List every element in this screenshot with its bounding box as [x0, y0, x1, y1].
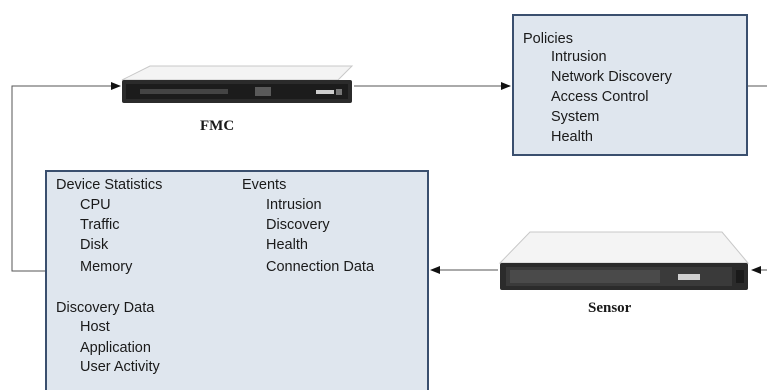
events-title: Events — [242, 177, 287, 193]
device-statistics-title: Device Statistics — [56, 177, 163, 193]
fmc-label: FMC — [200, 118, 235, 134]
data-sent-box: Device Statistics CPU Traffic Disk Memor… — [45, 170, 429, 390]
fmc-appliance-icon — [121, 65, 354, 103]
discovery-data-title: Discovery Data — [56, 300, 155, 316]
discovery-data-item: User Activity — [80, 359, 160, 375]
device-statistics-item: CPU — [80, 197, 111, 213]
flow-diagram — [11, 65, 767, 290]
discovery-data-item: Application — [80, 340, 151, 356]
events-item: Health — [266, 237, 308, 253]
policy-item: Access Control — [551, 89, 649, 105]
policy-item: Intrusion — [551, 49, 607, 65]
connector-stats-to-fmc — [11, 82, 121, 272]
discovery-data-item: Host — [80, 319, 110, 335]
events-item: Discovery — [266, 217, 330, 233]
policies-title: Policies — [523, 31, 573, 47]
policy-item: System — [551, 109, 600, 125]
events-item: Connection Data — [266, 259, 375, 275]
events-item: Intrusion — [266, 197, 322, 213]
sensor-label: Sensor — [588, 300, 632, 316]
device-statistics-item: Memory — [80, 259, 133, 275]
policy-item: Health — [551, 129, 593, 145]
device-statistics-item: Traffic — [80, 217, 120, 233]
sensor-appliance-icon — [498, 231, 750, 290]
policy-item: Network Discovery — [551, 69, 672, 85]
policies-box: Policies Intrusion Network Discovery Acc… — [512, 14, 748, 156]
device-statistics-item: Disk — [80, 237, 109, 253]
